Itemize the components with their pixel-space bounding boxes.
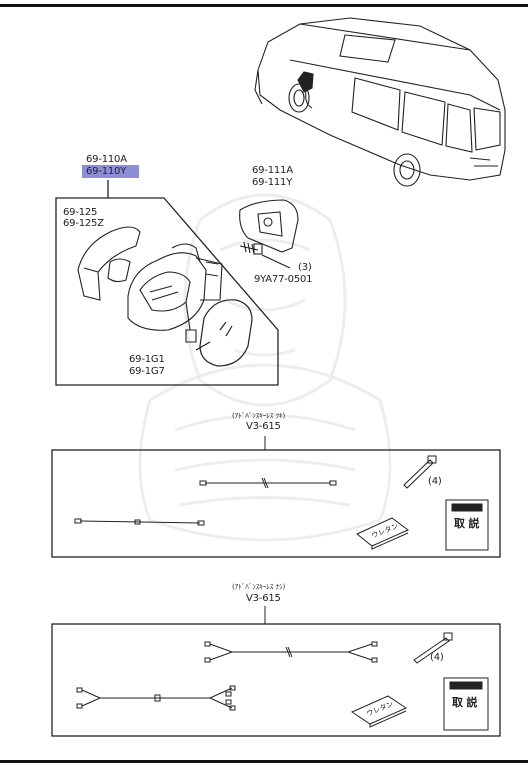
mirror-glass [195, 299, 253, 367]
part-number-69-1g1[interactable]: 69-1G1 [129, 354, 165, 365]
kit-1-tie-quantity: (4) [428, 476, 442, 487]
top-border [0, 4, 528, 7]
part-number-9ya77-0501[interactable]: 9YA77-0501 [254, 274, 313, 285]
kit-2-urethane-pad [350, 695, 408, 728]
part-number-69-1g7[interactable]: 69-1G7 [129, 366, 165, 377]
mirror-housing [127, 243, 223, 343]
kit-2-note: (ｱﾄﾞﾊﾞﾝｽｷｰﾚｽ ﾅｼ) [232, 583, 286, 591]
part-number-69-110y[interactable]: 69-110Y [86, 166, 127, 177]
kit-1-harness-long [199, 477, 337, 489]
highlight-selected-part [82, 165, 139, 178]
mirror-trim [239, 199, 299, 253]
car-illustration [254, 17, 506, 187]
kit-1-box [51, 449, 501, 558]
watermark [138, 193, 392, 542]
kit-1-part-number[interactable]: V3-615 [246, 421, 281, 432]
kit-2-manual-label: 取 説 [452, 696, 478, 709]
kit-2-part-number[interactable]: V3-615 [246, 593, 281, 604]
screw-quantity: (3) [298, 262, 312, 273]
kit-2-cable-tie [413, 632, 453, 664]
part-number-69-111a[interactable]: 69-111A [252, 165, 293, 176]
kit-2-tie-quantity: (4) [430, 652, 444, 663]
kit-1-manual-label: 取 説 [454, 517, 480, 530]
kit-2-harness-lower [76, 685, 236, 711]
part-number-69-125z[interactable]: 69-125Z [63, 218, 104, 229]
bottom-border [0, 760, 528, 763]
screw [239, 241, 291, 269]
kit-2-box [51, 623, 501, 737]
part-number-69-125[interactable]: 69-125 [63, 207, 98, 218]
kit-2-harness-upper [204, 641, 378, 663]
kit-1-harness-short [74, 518, 205, 526]
mirror-exploded-frame [55, 180, 279, 386]
kit-1-urethane-pad [356, 517, 409, 550]
mirror-cover [77, 226, 141, 301]
kit-1-cable-tie [403, 455, 437, 489]
kit-1-note: (ｱﾄﾞﾊﾞﾝｽｷｰﾚｽ ﾂｷ) [232, 412, 286, 420]
part-number-69-110a[interactable]: 69-110A [86, 154, 127, 165]
part-number-69-111y[interactable]: 69-111Y [252, 177, 293, 188]
kit-1-manual [445, 499, 489, 551]
kit-2-manual [443, 677, 489, 731]
